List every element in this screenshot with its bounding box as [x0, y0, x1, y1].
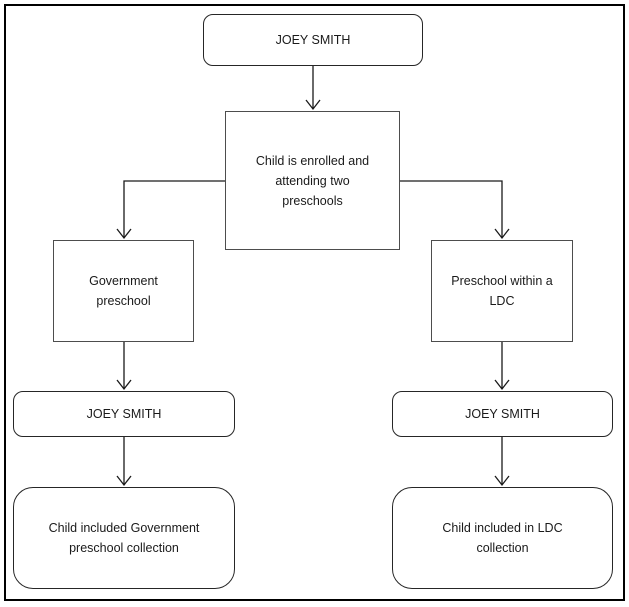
- node-government-preschool: Government preschool: [53, 240, 194, 342]
- node-label: Preschool within a LDC: [451, 274, 553, 308]
- node-right-result: Child included in LDC collection: [392, 487, 613, 589]
- node-label: JOEY SMITH: [465, 407, 540, 421]
- node-top-person: JOEY SMITH: [203, 14, 423, 66]
- node-preschool-within-ldc: Preschool within a LDC: [431, 240, 573, 342]
- node-label: Child included Government preschool coll…: [48, 521, 200, 555]
- node-label: JOEY SMITH: [275, 33, 351, 47]
- node-condition: Child is enrolled and attending two pres…: [225, 111, 400, 250]
- node-left-result: Child included Government preschool coll…: [13, 487, 235, 589]
- outer-border: [4, 4, 625, 601]
- node-right-person: JOEY SMITH: [392, 391, 613, 437]
- node-label: Child included in LDC collection: [442, 521, 563, 555]
- node-label: Government preschool: [89, 274, 158, 308]
- node-label: Child is enrolled and attending two pres…: [255, 153, 370, 208]
- node-label: JOEY SMITH: [86, 407, 162, 421]
- node-left-person: JOEY SMITH: [13, 391, 235, 437]
